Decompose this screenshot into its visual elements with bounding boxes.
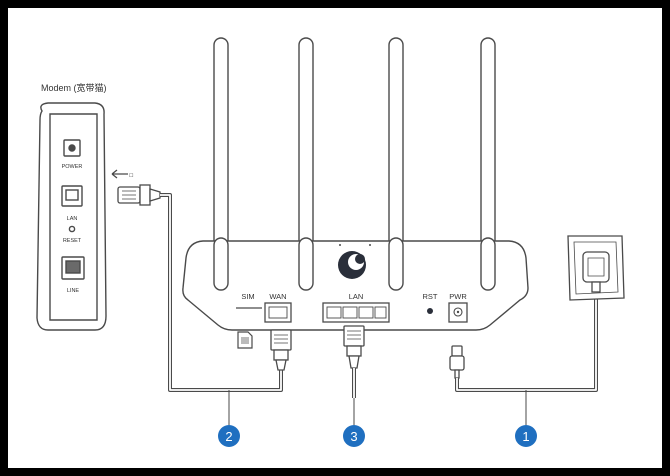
- modem-reset-label: RESET: [63, 238, 82, 244]
- modem: Modem (宽带猫) POWER LAN RESET LINE: [36, 82, 107, 331]
- modem-line-port: [61, 256, 85, 280]
- arrow-left-icon: [111, 169, 128, 179]
- lan-plug: [343, 325, 365, 369]
- power-plug: [449, 345, 465, 379]
- step-number-1: 1: [522, 429, 529, 444]
- lan-label: LAN: [349, 292, 364, 301]
- reset-button: [427, 308, 433, 314]
- arrow-caption-icon: ☐: [129, 173, 134, 179]
- step-badge-1: 1: [515, 425, 537, 447]
- modem-title: Modem (宽带猫): [41, 82, 107, 93]
- modem-lan-label: LAN: [67, 216, 78, 222]
- modem-reset-button: [68, 225, 76, 233]
- rst-label: RST: [423, 292, 438, 301]
- modem-power-label: POWER: [62, 164, 83, 170]
- router: SIM WAN LAN RST PWR: [182, 237, 529, 331]
- step-badge-3: 3: [343, 425, 365, 447]
- wan-port: [264, 302, 292, 323]
- power-adapter-icon: [582, 251, 610, 293]
- sim-label: SIM: [241, 292, 254, 301]
- pwr-label: PWR: [449, 292, 467, 301]
- lan-port-block: [322, 302, 390, 323]
- router-logo-icon: [338, 251, 366, 279]
- modem-line-label: LINE: [67, 288, 80, 294]
- modem-lan-port: [61, 185, 83, 207]
- wan-label: WAN: [269, 292, 286, 301]
- modem-side-plug: ☐: [111, 169, 161, 206]
- sim-card-icon: [237, 331, 253, 349]
- wan-plug: [270, 329, 292, 371]
- modem-power-port: [63, 139, 81, 157]
- step-badge-2: 2: [218, 425, 240, 447]
- step-number-2: 2: [225, 429, 232, 444]
- step-number-3: 3: [350, 429, 357, 444]
